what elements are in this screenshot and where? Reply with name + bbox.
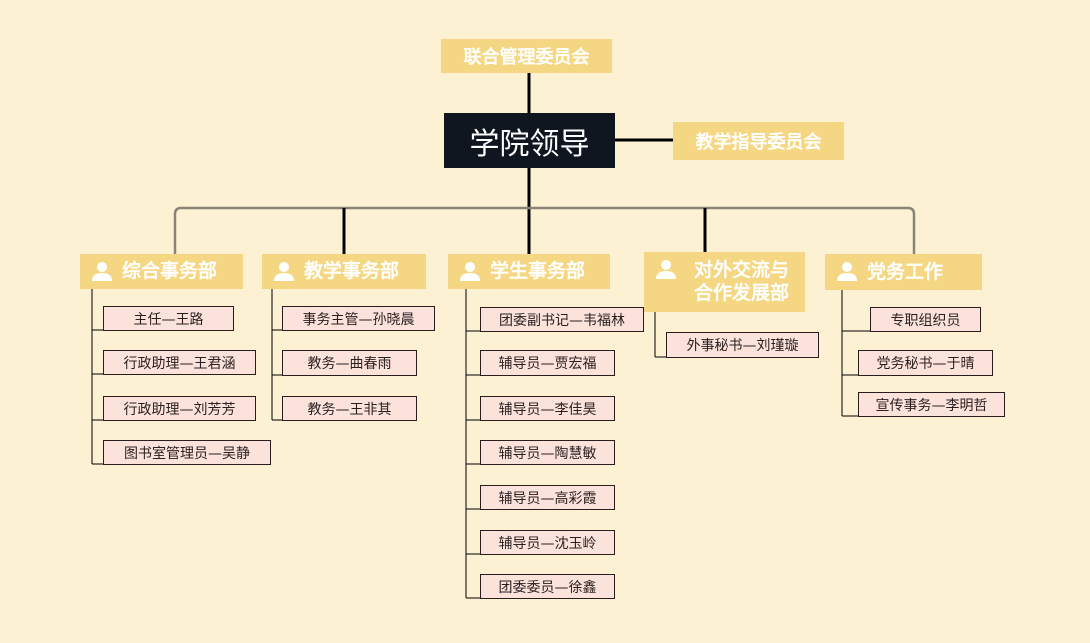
- member-card[interactable]: 主任—王路: [103, 306, 234, 331]
- person-icon: [837, 262, 857, 281]
- member-card[interactable]: 图书室管理员—吴静: [103, 440, 271, 465]
- member-card[interactable]: 辅导员—贾宏福: [480, 350, 615, 376]
- dept-header-teaching-affairs[interactable]: 教学事务部: [262, 254, 426, 289]
- person-icon: [460, 262, 480, 281]
- dept-header-party-work[interactable]: 党务工作: [825, 254, 982, 290]
- member-card[interactable]: 事务主管—孙晓晨: [282, 306, 435, 331]
- dept-name-line-2: 合作发展部: [693, 282, 789, 304]
- member-card[interactable]: 团委副书记—韦福林: [480, 307, 644, 332]
- member-card[interactable]: 辅导员—沈玉岭: [480, 530, 615, 555]
- member-card[interactable]: 党务秘书—于晴: [858, 350, 993, 376]
- member-card[interactable]: 辅导员—李佳昊: [480, 396, 615, 421]
- person-icon: [92, 262, 112, 281]
- member-card[interactable]: 辅导员—高彩霞: [480, 485, 615, 510]
- member-card[interactable]: 团委委员—徐鑫: [480, 574, 615, 599]
- dept-header-student-affairs[interactable]: 学生事务部: [448, 254, 610, 289]
- college-leadership[interactable]: 学院领导: [444, 113, 615, 168]
- member-card[interactable]: 外事秘书—刘瑾璇: [666, 332, 819, 358]
- member-card[interactable]: 行政助理—王君涵: [103, 350, 256, 375]
- dept-name: 学生事务部: [490, 260, 586, 282]
- dept-name: 教学事务部: [304, 260, 400, 282]
- member-card[interactable]: 教务—王非其: [282, 396, 417, 421]
- member-card[interactable]: 专职组织员: [870, 307, 981, 332]
- member-card[interactable]: 行政助理—刘芳芳: [103, 396, 256, 421]
- member-card[interactable]: 教务—曲春雨: [282, 350, 417, 376]
- department-bracket: [173, 206, 916, 254]
- person-icon: [656, 260, 676, 279]
- dept-name: 综合事务部: [122, 260, 218, 282]
- teaching-guidance-committee[interactable]: 教学指导委员会: [673, 122, 844, 160]
- dept-name: 对外交流与 合作发展部: [686, 252, 797, 312]
- dept-name-line-1: 对外交流与: [693, 259, 789, 281]
- dept-header-external-exchange[interactable]: 对外交流与 合作发展部: [644, 252, 805, 312]
- dept-header-general-affairs[interactable]: 综合事务部: [80, 254, 243, 289]
- dept-name: 党务工作: [867, 260, 944, 283]
- joint-management-committee[interactable]: 联合管理委员会: [441, 39, 612, 73]
- member-card[interactable]: 宣传事务—李明哲: [858, 392, 1005, 417]
- member-card[interactable]: 辅导员—陶慧敏: [480, 440, 615, 465]
- person-icon: [274, 262, 294, 281]
